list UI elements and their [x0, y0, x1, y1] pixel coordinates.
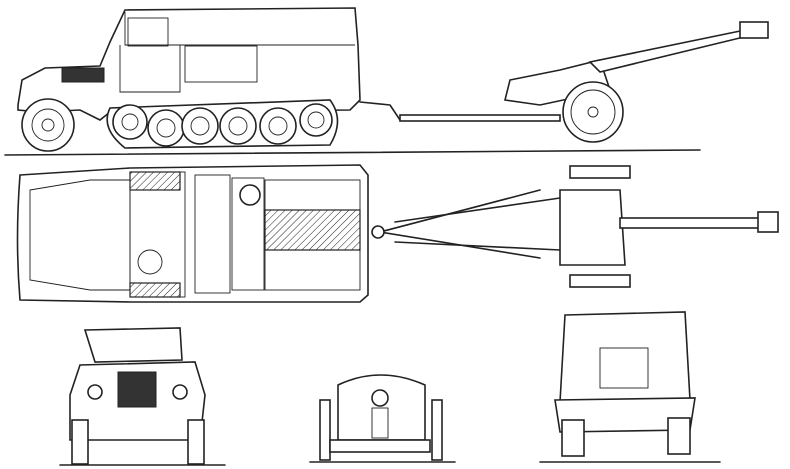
track	[106, 99, 339, 149]
gun-top	[371, 165, 779, 288]
rear-view	[539, 311, 721, 463]
gun-rear-view	[309, 374, 456, 463]
side-view	[4, 7, 769, 156]
gun-side	[359, 21, 769, 143]
top-view	[16, 164, 779, 303]
front-wheel	[21, 98, 75, 152]
front-view	[59, 327, 226, 466]
